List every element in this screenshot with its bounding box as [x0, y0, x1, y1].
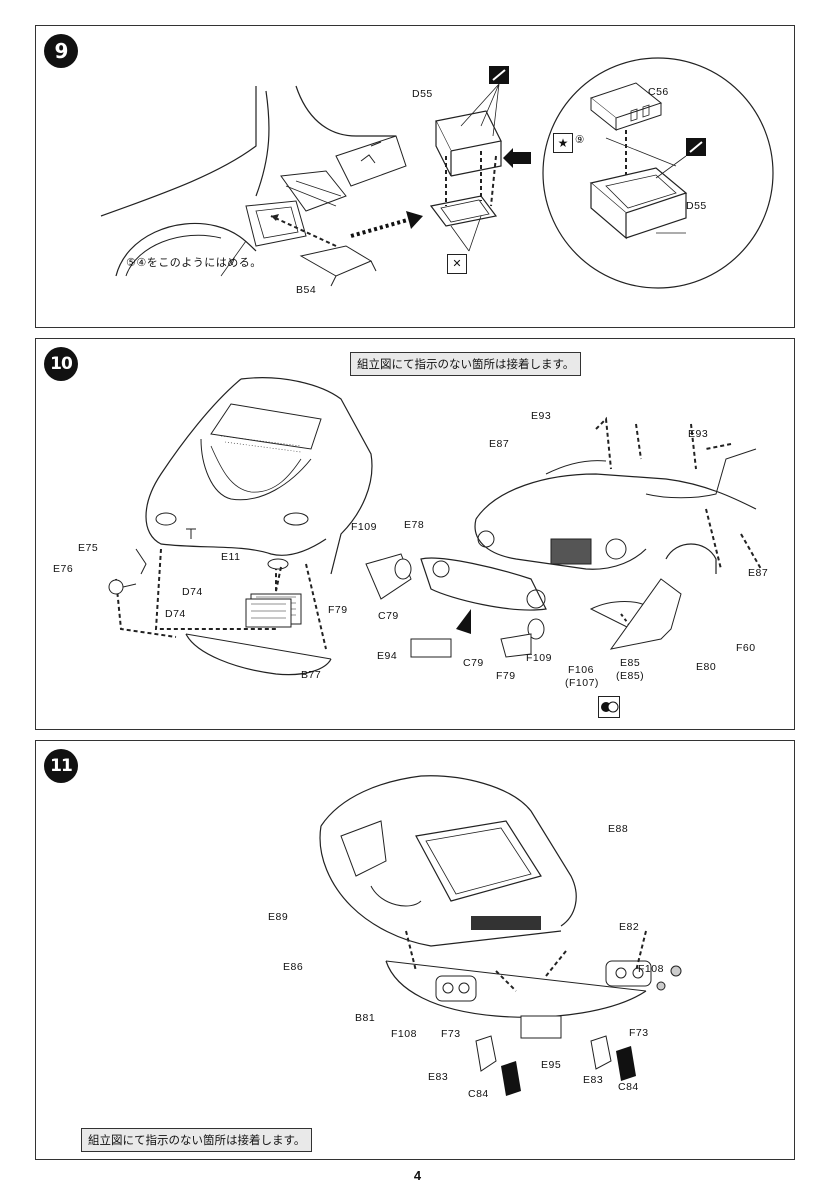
- label-f107: (F107): [565, 677, 599, 689]
- step-11-rear-body: [319, 775, 577, 947]
- label-e89: E89: [268, 911, 289, 923]
- label-e82: E82: [619, 921, 640, 933]
- label-e94: E94: [377, 650, 398, 662]
- label-f106: F106: [568, 664, 594, 676]
- label-d74-b: D74: [165, 608, 186, 620]
- label-f79-a: F79: [328, 604, 348, 616]
- glue-warning-icon: ✕: [447, 254, 467, 274]
- step-9-badge: 9: [44, 34, 78, 68]
- label-e11: E11: [221, 551, 241, 563]
- step-9-instruction: ⑤④をこのようにはめる。: [126, 256, 262, 269]
- step-10-note: 組立図にて指示のない箇所は接着します。: [350, 352, 582, 376]
- label-e87-b: E87: [748, 567, 769, 579]
- label-b77: B77: [301, 669, 322, 681]
- label-c79-b: C79: [463, 657, 484, 669]
- label-e95: E95: [541, 1059, 562, 1071]
- label-b54: B54: [296, 284, 317, 296]
- label-f108-b: F108: [638, 963, 664, 975]
- label-e76: E76: [53, 563, 74, 575]
- step-10-panel: 10 組立図にて指示のない箇所は接着します。 E75 E76 E11 D74 D…: [35, 338, 795, 730]
- label-e93-a: E93: [531, 410, 552, 422]
- label-e83-a: E83: [428, 1071, 449, 1083]
- step-10-badge: 10: [44, 347, 78, 381]
- label-e80: E80: [696, 661, 717, 673]
- label-f79-b: F79: [496, 670, 516, 682]
- label-f73-a: F73: [441, 1028, 461, 1040]
- label-e85: E85: [620, 657, 641, 669]
- ref-step-9: ⑨: [575, 134, 585, 146]
- page-number: 4: [413, 1168, 422, 1183]
- label-e93-b: E93: [688, 428, 709, 440]
- label-e88: E88: [608, 823, 629, 835]
- step-11-rear-bumper: [385, 930, 682, 1096]
- label-c56: C56: [648, 86, 669, 98]
- label-c84-b: C84: [618, 1081, 639, 1093]
- step-10-bumper-assembly: [108, 548, 332, 676]
- step-9-left-arrow: [503, 148, 531, 168]
- paint-chip-icon: [598, 696, 620, 718]
- step-9-arrow: [350, 211, 423, 238]
- label-c84-a: C84: [468, 1088, 489, 1100]
- label-e86: E86: [283, 961, 304, 973]
- label-b81: B81: [355, 1012, 376, 1024]
- label-e78: E78: [404, 519, 425, 531]
- label-e75: E75: [78, 542, 99, 554]
- label-f109-b: F109: [526, 652, 552, 664]
- step-10-front-body: [145, 377, 373, 575]
- step-11-badge: 11: [44, 749, 78, 783]
- step-11-panel: 11 E88 E89 E86 B81 F108 F73 E95 E82 F108…: [35, 740, 795, 1160]
- label-e83-b: E83: [583, 1074, 604, 1086]
- step-10-front-parts: [365, 553, 682, 658]
- label-e85-alt: (E85): [616, 670, 645, 682]
- label-d55-left: D55: [412, 88, 433, 100]
- step-10-rear-body: [474, 416, 762, 574]
- label-e87-a: E87: [489, 438, 510, 450]
- label-d74-a: D74: [182, 586, 203, 598]
- step-9-box-drawing: [429, 66, 509, 252]
- star-icon: ★: [553, 133, 573, 153]
- label-f108-a: F108: [391, 1028, 417, 1040]
- label-c79-a: C79: [378, 610, 399, 622]
- label-f109-a: F109: [351, 521, 377, 533]
- label-f73-b: F73: [629, 1027, 649, 1039]
- label-d55-right: D55: [686, 200, 707, 212]
- label-f60: F60: [736, 642, 756, 654]
- step-9-body-drawing: [100, 85, 407, 287]
- bottom-note: 組立図にて指示のない箇所は接着します。: [81, 1128, 313, 1152]
- step-9-panel: 9 ⑤④をこのようにはめる。 B54 D55: [35, 25, 795, 328]
- step-9-detail-circle: [542, 57, 774, 289]
